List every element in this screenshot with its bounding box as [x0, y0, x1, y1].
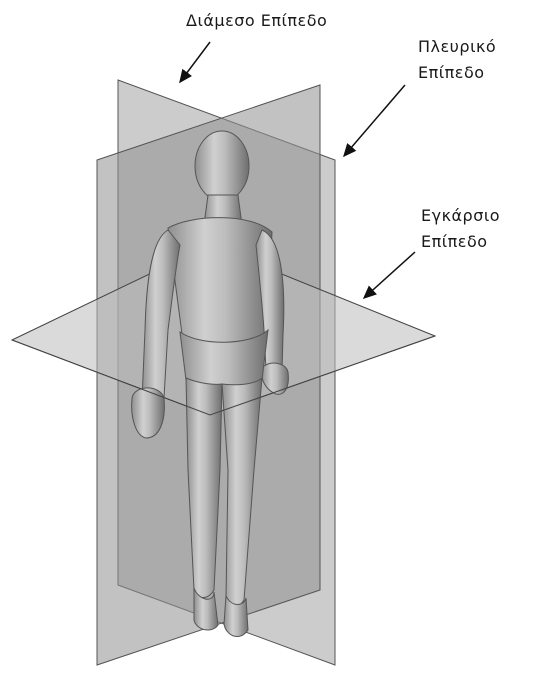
torso: [168, 218, 272, 343]
midsagittal-arrow: [180, 42, 210, 82]
head: [195, 131, 249, 201]
sagittal-plane-label-line2: Επίπεδο: [418, 62, 485, 84]
transverse-arrow: [364, 252, 415, 298]
sagittal-plane-label-line1: Πλευρικό: [418, 36, 496, 58]
transverse-plane-label-line2: Επίπεδο: [421, 231, 488, 253]
midsagittal-plane-label: Διάμεσο Επίπεδο: [186, 10, 327, 32]
sagittal-arrow: [344, 85, 405, 156]
transverse-plane-label-line1: Εγκάρσιο: [421, 205, 500, 227]
